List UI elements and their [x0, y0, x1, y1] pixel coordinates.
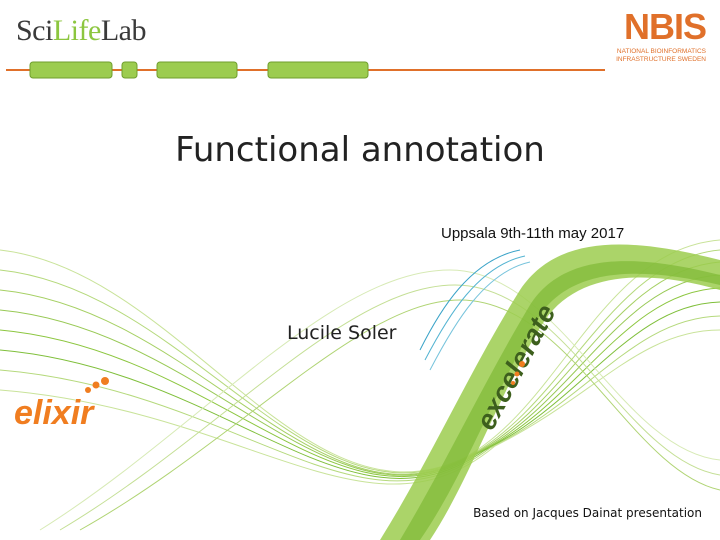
scilifelab-logo-part1: Sci — [16, 14, 53, 47]
author-name: Lucile Soler — [287, 322, 397, 344]
nbis-logo-word: NBIS — [623, 6, 707, 47]
event-date: Uppsala 9th-11th may 2017 — [441, 225, 625, 242]
nbis-logo-line1: NATIONAL BIOINFORMATICS — [616, 48, 706, 55]
scilifelab-logo: SciLifeLab — [16, 14, 146, 48]
scilifelab-logo-part2: Life — [52, 14, 101, 47]
credit-line: Based on Jacques Dainat presentation — [473, 506, 702, 520]
nbis-logo-line2: INFRASTRUCTURE SWEDEN — [616, 56, 706, 63]
header-bar — [6, 61, 605, 79]
elixir-logo-text: elixir — [14, 394, 95, 432]
wave-graphic — [0, 239, 720, 540]
elixir-logo: elixir — [14, 377, 109, 432]
slide-title: Functional annotation — [175, 130, 545, 170]
excelerate-logo-text: excelerate — [470, 299, 562, 435]
scilifelab-logo-part3: Lab — [100, 14, 147, 47]
nbis-logo-subtitle: NATIONAL BIOINFORMATICS INFRASTRUCTURE S… — [586, 48, 706, 64]
excelerate-logo: excelerate — [470, 299, 562, 435]
nbis-logo: NBIS NATIONAL BIOINFORMATICS INFRASTRUCT… — [590, 6, 710, 68]
